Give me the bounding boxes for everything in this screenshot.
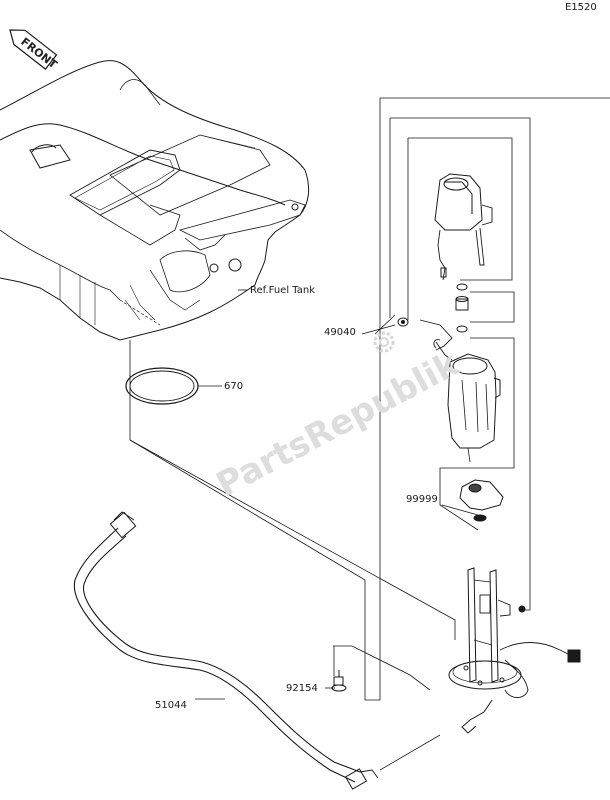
leader-lines: [129, 97, 610, 771]
clip-49040-drawing: [397, 317, 453, 351]
fuel-hose-drawing: [73, 511, 379, 790]
part-label-51044: 51044: [155, 700, 187, 711]
fittings-drawing: [455, 283, 469, 333]
part-label-92154: 92154: [286, 683, 318, 694]
bolt-92154-drawing: [331, 670, 347, 692]
o-ring-670-drawing: [125, 367, 199, 405]
ref-fuel-tank-label: Ref.Fuel Tank: [250, 285, 315, 296]
pump-body-drawing: [433, 339, 501, 463]
part-label-670: 670: [224, 381, 244, 392]
front-arrow-icon: FRONT: [9, 29, 60, 72]
pump-top-drawing: [434, 173, 493, 281]
fuel-tank-drawing: [0, 60, 310, 341]
pump-base-drawing: [448, 567, 581, 734]
filter-cap-drawing: [459, 479, 504, 522]
page-code-label: E1520: [565, 2, 597, 13]
part-label-49040: 49040: [324, 327, 356, 338]
gear-icon: [373, 331, 395, 353]
part-label-99999: 99999: [406, 494, 438, 505]
